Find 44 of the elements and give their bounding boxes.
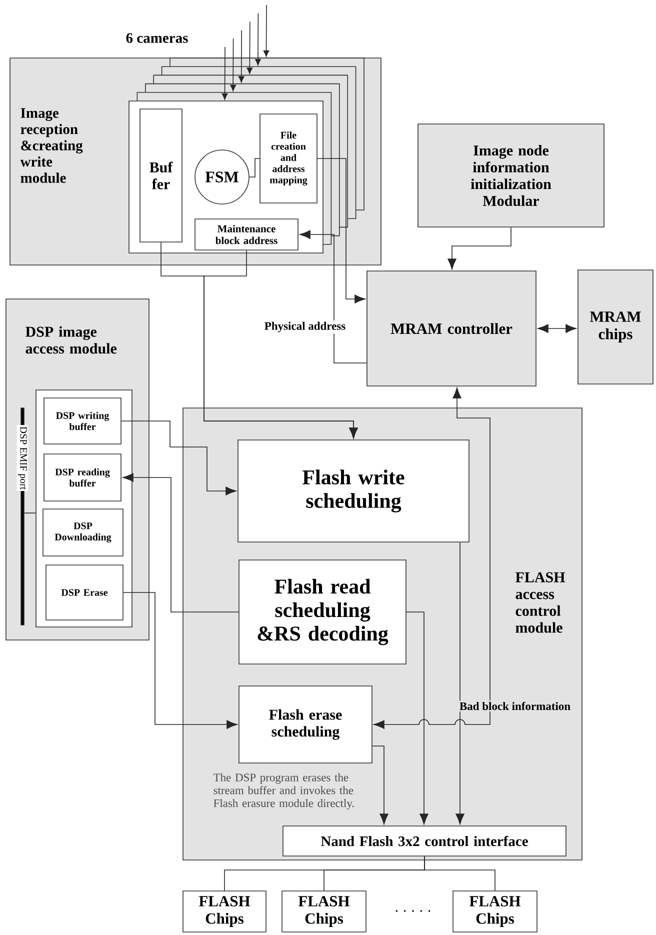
connector-line (249, 158, 260, 178)
arrow (246, 21, 253, 74)
process-box: File creation and address mapping (260, 114, 318, 204)
arrow (448, 227, 512, 270)
process-box: DSP Erase (46, 564, 124, 620)
arrow (372, 746, 388, 824)
process-box: Flash erase scheduling (238, 686, 372, 764)
arrow (230, 38, 236, 92)
port-bar: DSP EMIF port (16, 408, 28, 626)
buffer-box: DSP writing buffer (44, 398, 122, 444)
controller-box: MRAM controller (366, 270, 536, 386)
buffer-box: DSP reading buffer (44, 454, 122, 502)
arrow (263, 4, 270, 57)
arrow (204, 250, 358, 438)
process-box: Maintenance block address (194, 218, 298, 250)
chip-box: FLASH Chips (182, 890, 266, 932)
edge-label: Bad block information (458, 700, 572, 712)
connector-line (24, 512, 36, 514)
process-box: Flash read scheduling &RS decoding (238, 560, 406, 664)
arrow (538, 324, 576, 333)
module-box: Image node information initialization Modular (418, 124, 604, 228)
process-box: DSP Downloading (42, 508, 124, 556)
arrow (317, 158, 366, 304)
chip-box: FLASH Chips (282, 890, 366, 932)
interface-box: Nand Flash 3x2 control interface (282, 826, 566, 856)
arrow (121, 420, 236, 496)
chip-box: MRAM chips (578, 270, 654, 384)
chip-box: FLASH Chips (452, 890, 538, 932)
process-box: Flash write scheduling (238, 440, 470, 542)
arrow (123, 592, 238, 729)
arrow (238, 30, 244, 83)
ellipsis-text: . . . . . (396, 910, 430, 912)
arrow (374, 388, 490, 729)
connector-line (424, 856, 496, 891)
buffer-box: Buf fer (140, 108, 182, 242)
note-text: The DSP program erases the stream buffer and invokes the Flash erasure module directly. (213, 773, 354, 810)
arrow (255, 13, 261, 66)
caption-text: 6 cameras (126, 33, 188, 43)
arrow (122, 473, 239, 612)
arrow (406, 612, 428, 824)
arrow (222, 46, 228, 100)
edge-label: Physical address (263, 320, 347, 334)
arrow (456, 542, 464, 824)
arrow (300, 230, 367, 364)
